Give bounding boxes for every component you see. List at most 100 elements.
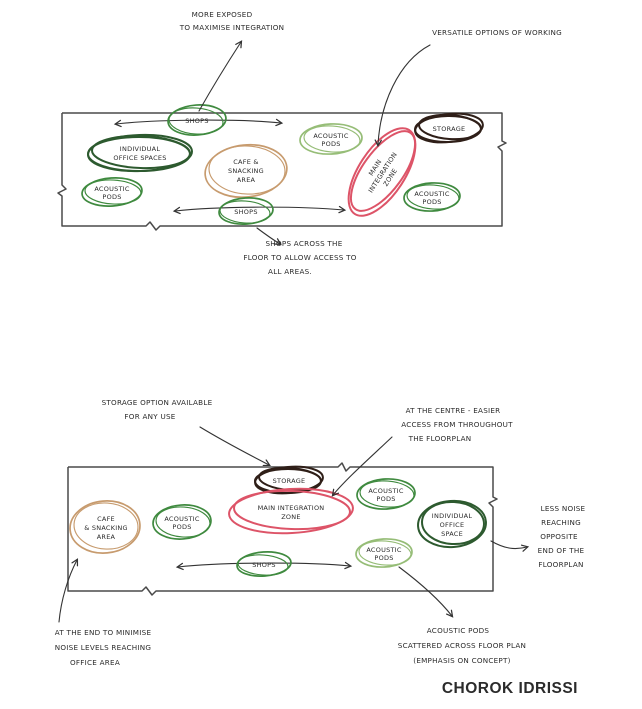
zone-label: CAFE & <box>233 158 258 166</box>
shops-span-arrow <box>175 561 353 571</box>
zone-ring <box>168 107 224 135</box>
zone-ring <box>421 500 485 546</box>
annotation-line: ACOUSTIC PODS <box>427 626 490 635</box>
zone-label: ACOUSTIC <box>94 185 130 193</box>
zone-cafe-snacking: CAFE & SNACKING AREA <box>204 143 288 199</box>
zone-ring <box>87 136 191 172</box>
zone-label: ACOUSTIC <box>368 487 404 495</box>
annotation-storage-option: STORAGE OPTION AVAILABLE FOR ANY USE <box>102 398 271 467</box>
zone-label: INDIVIDUAL <box>432 512 473 520</box>
zone-ring <box>406 184 460 210</box>
annotation-line: LESS NOISE <box>541 504 586 513</box>
zone-label: MAIN INTEGRATION <box>258 504 325 512</box>
annotation-less-noise: LESS NOISE REACHING OPPOSITE END OF THE … <box>490 504 586 569</box>
annotation-line: TO MAXIMISE INTEGRATION <box>179 23 285 32</box>
annotation-versatile-options: VERSATILE OPTIONS OF WORKING <box>374 28 562 148</box>
zone-shops-bottom: SHOPS <box>218 197 274 225</box>
zone-label: ACOUSTIC <box>366 546 402 554</box>
floor-plan-2: STORAGE CAFE & SNACKING AREA ACOUSTIC PO… <box>55 398 586 667</box>
zone-label: AREA <box>237 176 256 184</box>
zone-label: PODS <box>321 140 340 148</box>
author-signature: CHOROK IDRISSI <box>442 680 578 697</box>
floor-plan-2-outline <box>67 462 498 596</box>
zone-label: PODS <box>422 198 441 206</box>
zone-ring <box>358 540 412 566</box>
zone-label: STORAGE <box>433 125 466 133</box>
zone-ring <box>349 130 417 212</box>
zone-ring <box>152 504 212 540</box>
zone-ring <box>299 123 363 155</box>
zone-ring <box>204 143 288 199</box>
annotation-line: ACCESS FROM THROUGHOUT <box>401 420 513 429</box>
zone-ring <box>228 487 354 535</box>
zone-label: SPACE <box>441 530 463 538</box>
annotation-line: FLOOR TO ALLOW ACCESS TO <box>243 253 356 262</box>
zone-acoustic-pods-bottom-right-2: ACOUSTIC PODS <box>355 538 413 568</box>
zone-cafe-snacking-2: CAFE & SNACKING AREA <box>69 500 141 554</box>
annotation-acoustic-scattered: ACOUSTIC PODS SCATTERED ACROSS FLOOR PLA… <box>398 566 526 665</box>
zone-individual-office-2: INDIVIDUAL OFFICE SPACE <box>417 499 487 549</box>
annotation-arrow <box>490 540 530 552</box>
zone-label: OFFICE <box>440 521 465 529</box>
zone-ring <box>81 177 143 207</box>
annotation-line: FLOORPLAN <box>538 560 583 569</box>
annotation-line: OPPOSITE <box>540 532 578 541</box>
zone-label: ACOUSTIC <box>414 190 450 198</box>
zone-label: SHOPS <box>185 117 208 125</box>
annotation-line: REACHING <box>541 518 581 527</box>
zone-ring <box>347 127 417 217</box>
zone-ring <box>167 104 227 136</box>
zone-label: STORAGE <box>273 477 306 485</box>
zone-label: AREA <box>97 533 116 541</box>
zone-individual-office-spaces: INDIVIDUAL OFFICE SPACES <box>87 133 193 173</box>
zone-label: PODS <box>102 193 121 201</box>
annotation-arrow <box>199 426 271 467</box>
zone-label: INDIVIDUAL <box>120 145 161 153</box>
zone-ring <box>355 538 413 568</box>
annotation-line: AT THE END TO MINIMISE <box>55 628 152 637</box>
annotation-line: FOR ANY USE <box>124 412 175 421</box>
annotation-at-the-end: AT THE END TO MINIMISE NOISE LEVELS REAC… <box>55 558 152 667</box>
zone-acoustic-pods-left-2: ACOUSTIC PODS <box>152 504 212 540</box>
zone-ring <box>69 500 141 554</box>
zone-ring <box>73 502 139 550</box>
annotation-arrow <box>374 44 431 148</box>
zone-storage: STORAGE <box>254 465 324 495</box>
zone-label: ACOUSTIC <box>313 132 349 140</box>
zone-main-integration: MAIN INTEGRATION ZONE <box>347 127 417 217</box>
annotation-more-exposed: MORE EXPOSED TO MAXIMISE INTEGRATION <box>179 10 285 112</box>
zone-ring <box>155 506 211 538</box>
zone-ring <box>403 182 461 212</box>
annotation-line: END OF THE <box>538 546 585 555</box>
annotation-at-the-centre: AT THE CENTRE - EASIER ACCESS FROM THROU… <box>331 406 513 497</box>
zone-storage-top: STORAGE <box>414 112 484 144</box>
zone-acoustic-pods-mid: ACOUSTIC PODS <box>299 123 363 155</box>
zone-ring <box>359 480 415 508</box>
annotation-line: NOISE LEVELS REACHING <box>55 643 151 652</box>
zone-ring <box>237 554 289 576</box>
zone-label: OFFICE SPACES <box>113 154 166 162</box>
shops-span-arrow-top <box>113 118 284 128</box>
zone-ring <box>219 200 271 224</box>
zone-shops-top: SHOPS <box>167 104 227 136</box>
zone-ring <box>208 145 286 195</box>
annotation-line: SCATTERED ACROSS FLOOR PLAN <box>398 641 526 650</box>
zone-label: ZONE <box>281 513 301 521</box>
zone-label: ACOUSTIC <box>164 515 200 523</box>
zone-ring <box>236 551 292 577</box>
annotation-line: SHOPS ACROSS THE <box>265 239 342 248</box>
zone-main-integration-2: MAIN INTEGRATION ZONE <box>228 487 354 535</box>
zone-label: SHOPS <box>252 561 275 569</box>
zone-label: PODS <box>376 495 395 503</box>
annotation-line: OFFICE AREA <box>70 658 120 667</box>
annotation-line: MORE EXPOSED <box>192 10 253 19</box>
zone-ring <box>303 125 361 153</box>
zone-label: CAFE <box>97 515 115 523</box>
annotation-arrow <box>256 227 282 246</box>
zone-label: & SNACKING <box>84 524 128 532</box>
zone-acoustic-pods-left: ACOUSTIC PODS <box>81 177 143 207</box>
zone-acoustic-pods-top-right-2: ACOUSTIC PODS <box>356 478 416 510</box>
zone-ring <box>356 478 416 510</box>
